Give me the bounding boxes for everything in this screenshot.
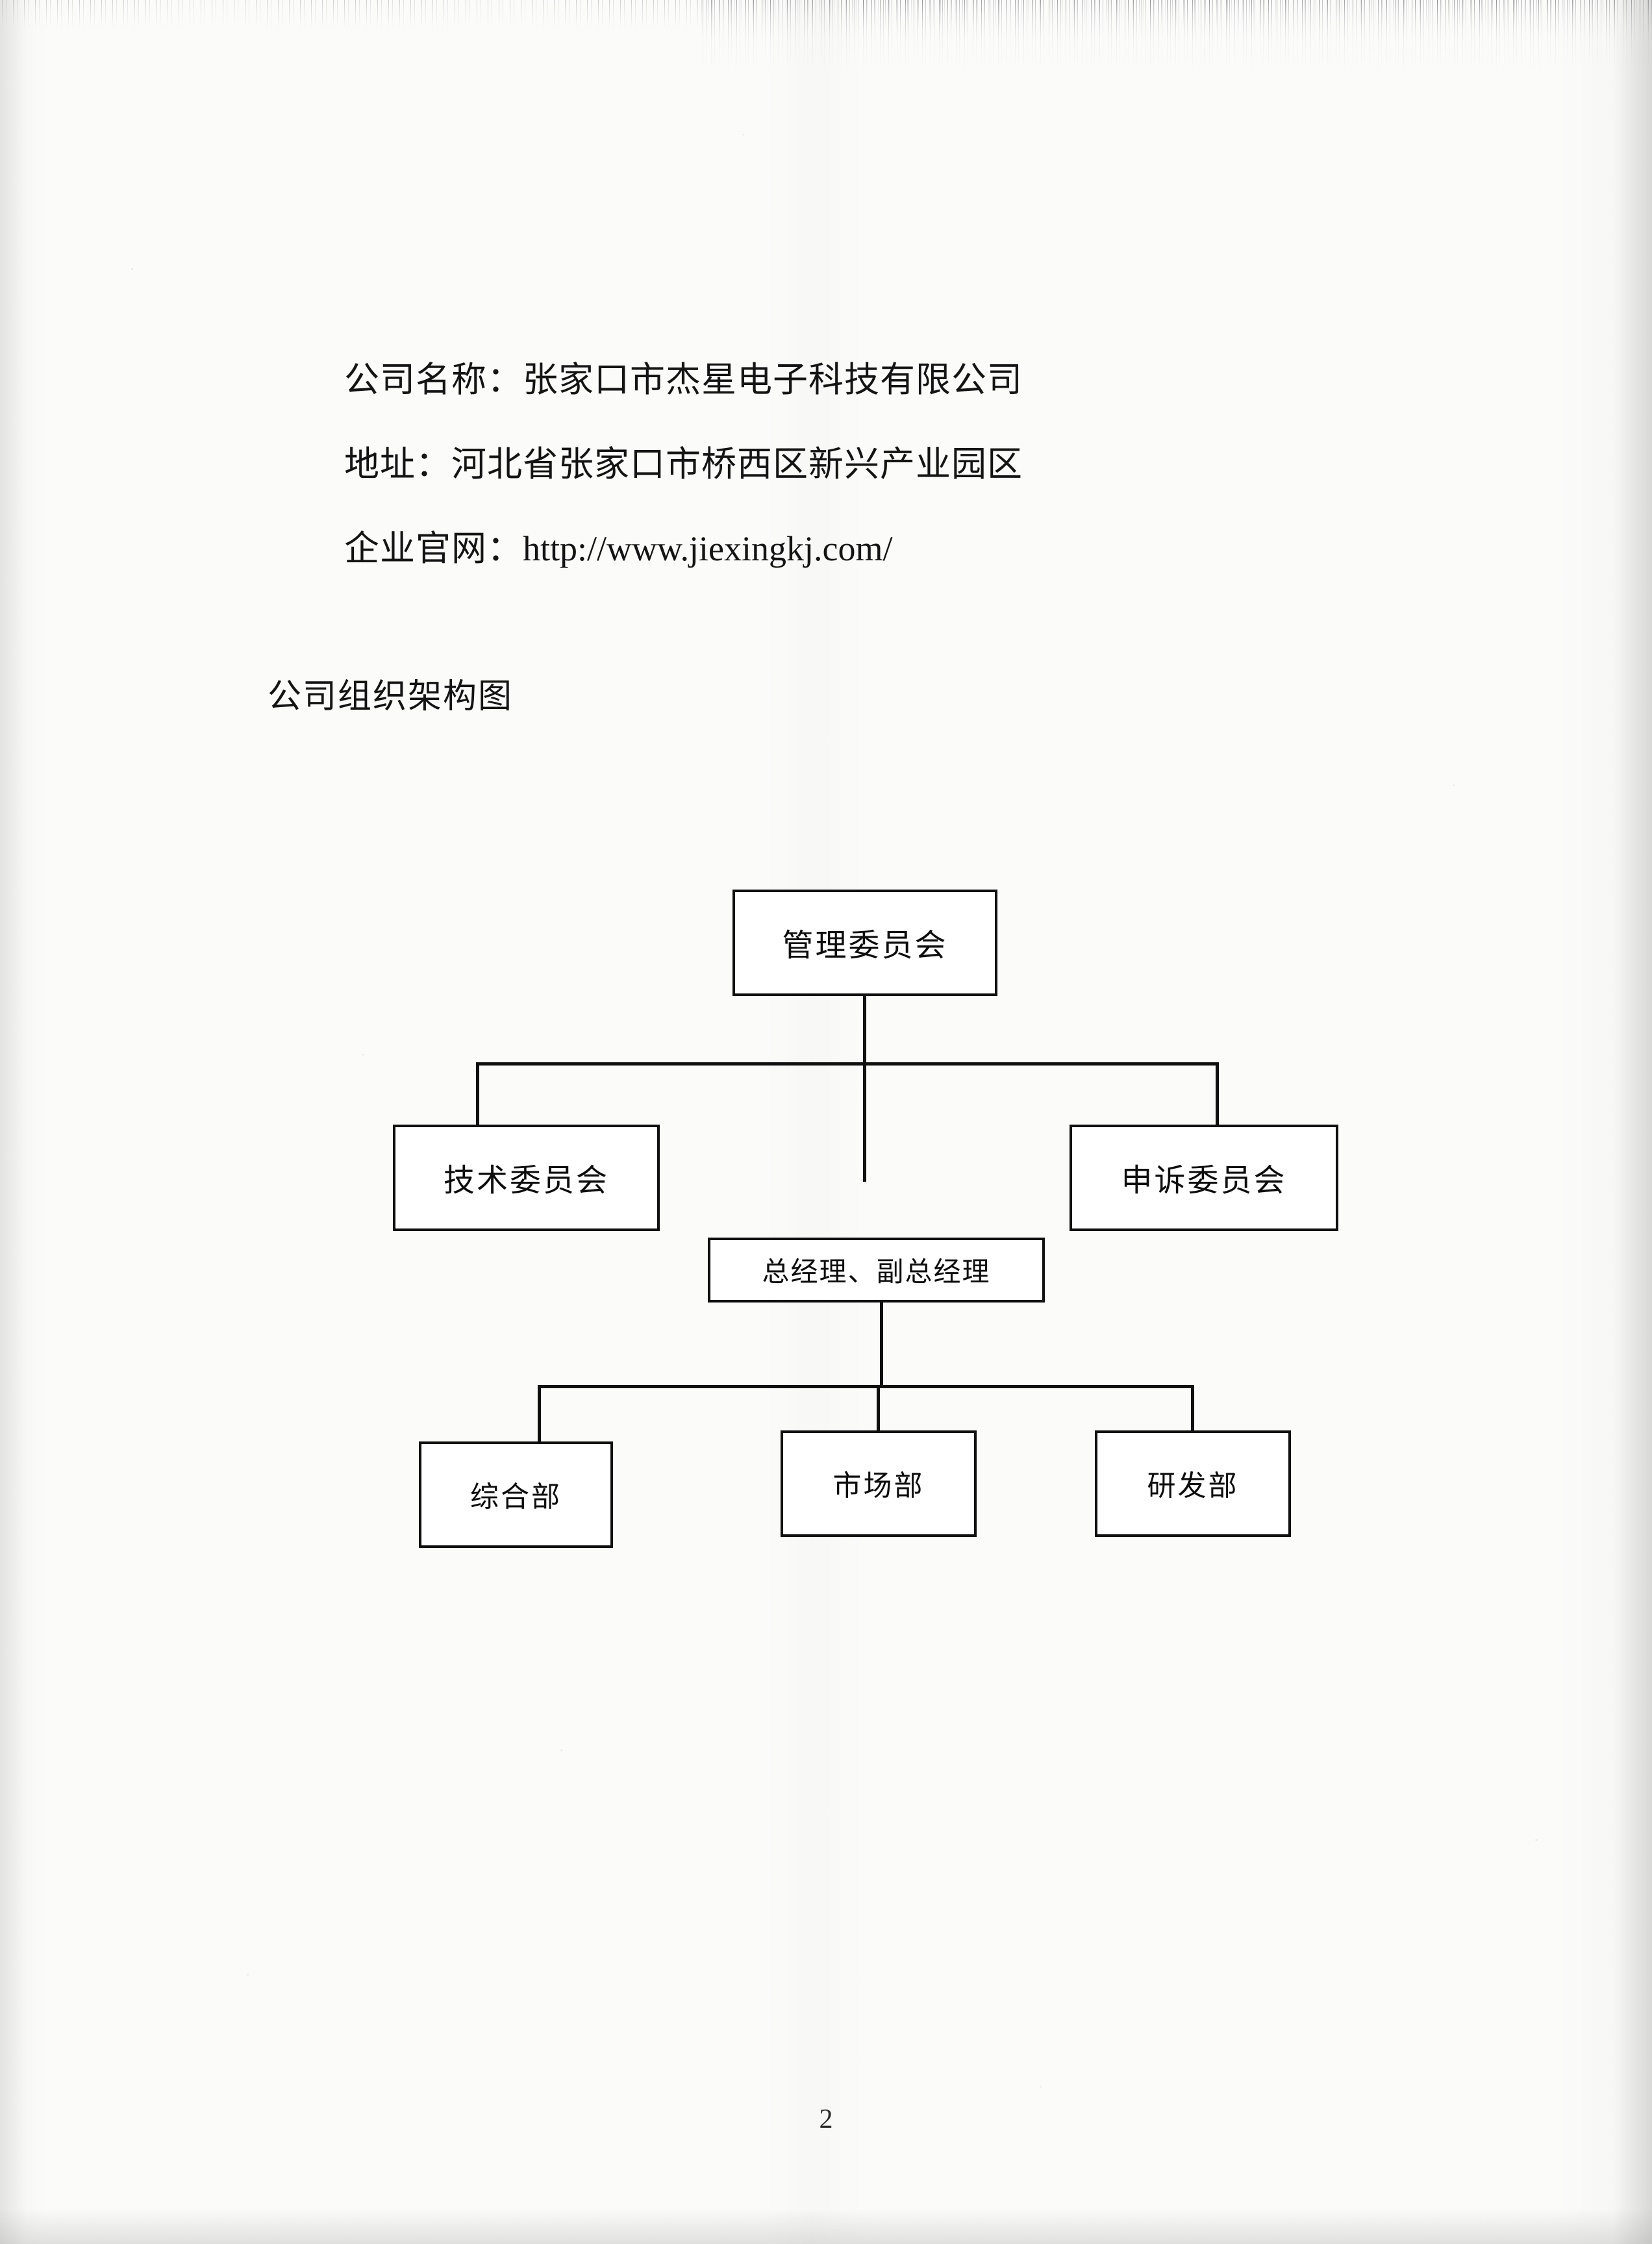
org-node-label: 研发部	[1147, 1469, 1239, 1502]
org-node-management-committee: 管理委员会	[732, 890, 997, 996]
org-node-marketing-dept: 市场部	[781, 1430, 977, 1537]
connector-rd-down	[1191, 1385, 1194, 1432]
connector-level3-bar	[539, 1385, 1194, 1388]
org-node-appeals-committee: 申诉委员会	[1070, 1125, 1338, 1231]
org-node-rd-dept: 研发部	[1095, 1430, 1291, 1537]
org-node-label: 申诉委员会	[1121, 1162, 1287, 1199]
company-name-line: 公司名称：张家口市杰星电子科技有限公司	[344, 359, 1023, 400]
company-address-line: 地址：河北省张家口市桥西区新兴产业园区	[344, 443, 1023, 484]
org-node-label: 综合部	[470, 1480, 562, 1514]
org-node-general-affairs-dept: 综合部	[419, 1441, 613, 1548]
page-number: 2	[819, 2104, 833, 2134]
connector-level2-bar	[477, 1062, 1219, 1066]
connector-mgmt-down	[863, 996, 866, 1064]
org-node-label: 总经理、副总经理	[762, 1255, 991, 1288]
company-website-line: 企业官网：http://www.jiexingkj.com/	[344, 506, 1448, 591]
page-title: 公司组织架构图	[268, 677, 514, 716]
connector-general-down	[538, 1385, 541, 1443]
org-node-label: 技术委员会	[443, 1162, 609, 1199]
connector-appeal-down	[1216, 1062, 1219, 1126]
connector-gm-down	[863, 1062, 866, 1182]
company-info-block: 公司名称：张家口市杰星电子科技有限公司 地址：河北省张家口市桥西区新兴产业园区 …	[344, 338, 1448, 591]
connector-market-down	[877, 1385, 880, 1432]
org-node-label: 市场部	[832, 1469, 925, 1502]
org-node-label: 管理委员会	[782, 927, 948, 964]
connector-tech-down	[476, 1062, 479, 1126]
website-url: http://www.jiexingkj.com/	[523, 529, 893, 568]
connector-gm-to-depts	[880, 1303, 883, 1387]
website-label: 企业官网：	[344, 528, 523, 569]
org-node-general-manager: 总经理、副总经理	[708, 1238, 1045, 1303]
org-node-technical-committee: 技术委员会	[393, 1125, 660, 1231]
